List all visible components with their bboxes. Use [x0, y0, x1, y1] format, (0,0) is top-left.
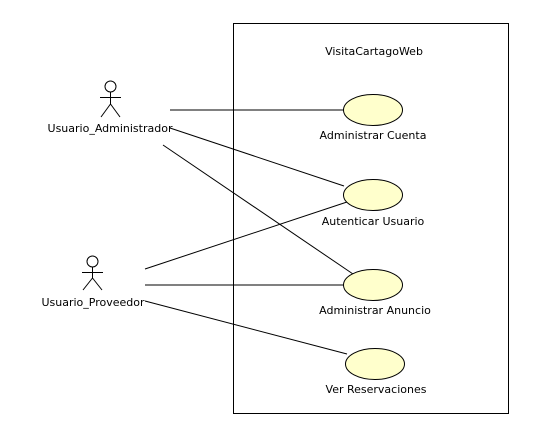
associations: [144, 109, 354, 355]
use-case-administrar-cuenta[interactable]: [343, 94, 403, 126]
use-case-label-administrar-anuncio: Administrar Anuncio: [319, 304, 431, 317]
use-case-administrar-anuncio[interactable]: [343, 269, 403, 301]
actor-usuario-proveedor-icon[interactable]: [82, 255, 103, 291]
use-case-label-administrar-cuenta: Administrar Cuenta: [319, 129, 427, 142]
system-name: VisitaCartagoWeb: [325, 45, 423, 58]
association-admin-administrar-anuncio[interactable]: [162, 144, 354, 275]
use-case-label-autenticar-usuario: Autenticar Usuario: [321, 215, 425, 228]
use-case-label-ver-reservaciones: Ver Reservaciones: [325, 383, 427, 396]
association-admin-autenticar-usuario[interactable]: [169, 127, 345, 187]
use-case-ver-reservaciones[interactable]: [345, 348, 405, 380]
association-proveedor-ver-reservaciones[interactable]: [144, 300, 348, 355]
use-cases: [343, 94, 405, 380]
actor-label-proveedor: Usuario_Proveedor: [41, 296, 145, 309]
actor-label-administrador: Usuario_Administrador: [47, 122, 173, 135]
association-proveedor-autenticar-usuario[interactable]: [144, 201, 348, 270]
actor-usuario-administrador-icon[interactable]: [100, 80, 121, 118]
system-boundary: [233, 23, 509, 414]
use-case-autenticar-usuario[interactable]: [343, 179, 403, 211]
